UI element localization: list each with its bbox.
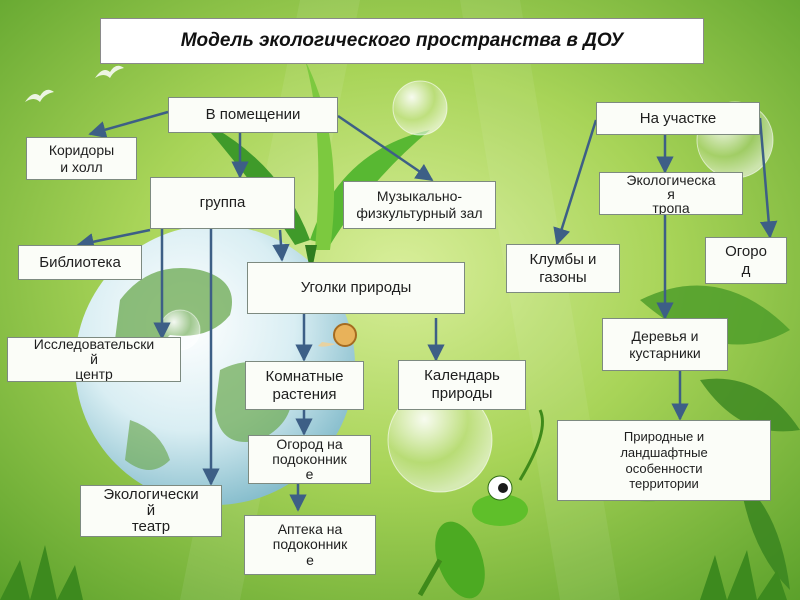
node-eco-trail: Экологическа я тропа: [599, 172, 743, 215]
node-group-label: группа: [199, 194, 246, 211]
node-natural-features: Природные и ландшафтные особенности терр…: [557, 420, 771, 501]
node-windowsill-pharmacy: Аптека на подоконник е: [244, 515, 376, 575]
grasshopper-illustration: [417, 409, 544, 599]
node-indoors-label: В помещении: [205, 106, 301, 123]
node-flowerbeds-label: Клумбы и газоны: [529, 250, 597, 286]
node-vegetable-garden-label: Огоро д: [725, 242, 767, 278]
node-eco-theatre-label: Экологически й театр: [103, 486, 199, 535]
node-vegetable-garden: Огоро д: [705, 237, 787, 284]
node-nature-calendar-label: Календарь природы: [424, 367, 500, 402]
node-group: группа: [150, 177, 295, 229]
node-indoor-plants-label: Комнатные растения: [265, 367, 344, 403]
node-eco-trail-label: Экологическа я тропа: [626, 172, 716, 215]
node-research-center-label: Исследовательски й центр: [33, 337, 155, 382]
node-trees: Деревья и кустарники: [602, 318, 728, 371]
bird-silhouette: [25, 65, 124, 102]
node-natural-features-label: Природные и ландшафтные особенности терр…: [620, 429, 708, 492]
node-music-hall-label: Музыкально- физкультурный зал: [356, 188, 483, 221]
node-library: Библиотека: [18, 245, 142, 280]
node-indoors: В помещении: [168, 97, 338, 133]
node-indoor-plants: Комнатные растения: [245, 361, 364, 410]
snail-illustration: [318, 323, 357, 347]
node-trees-label: Деревья и кустарники: [629, 327, 701, 361]
node-nature-corners-label: Уголки природы: [300, 279, 412, 296]
node-windowsill-garden-label: Огород на подоконник е: [272, 436, 347, 482]
node-windowsill-garden: Огород на подоконник е: [248, 435, 371, 484]
node-on-site-label: На участке: [639, 109, 717, 127]
node-flowerbeds: Клумбы и газоны: [506, 244, 620, 293]
node-library-label: Библиотека: [39, 253, 121, 271]
page-title-text: Модель экологического пространства в ДОУ: [180, 29, 624, 51]
node-windowsill-pharmacy-label: Аптека на подоконник е: [272, 520, 348, 568]
node-on-site: На участке: [596, 102, 760, 135]
node-research-center: Исследовательски й центр: [7, 337, 181, 382]
node-nature-corners: Уголки природы: [247, 262, 465, 314]
node-corridors-label: Коридоры и холл: [48, 141, 115, 175]
node-corridors: Коридоры и холл: [26, 137, 137, 180]
node-music-hall: Музыкально- физкультурный зал: [343, 181, 496, 229]
page-title: Модель экологического пространства в ДОУ: [100, 18, 704, 64]
node-eco-theatre: Экологически й театр: [80, 485, 222, 537]
node-nature-calendar: Календарь природы: [398, 360, 526, 410]
